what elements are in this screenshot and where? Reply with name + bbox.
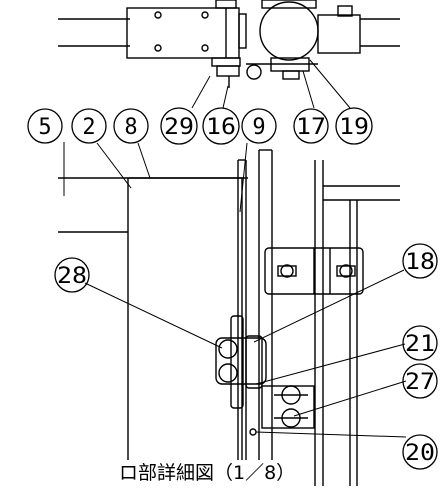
callout-2: 2 [82, 115, 95, 140]
top-assembly [58, 0, 400, 88]
callout-9: 9 [252, 115, 265, 140]
callout-8: 8 [124, 115, 137, 140]
callout-28: 28 [57, 264, 87, 289]
callout-circles [27, 107, 438, 470]
hinge-assembly [215, 315, 315, 436]
callout-20: 20 [405, 441, 435, 466]
drawing-caption: ロ部詳細図（1／8） [119, 462, 295, 484]
main-frame [58, 149, 400, 487]
callout-29: 29 [164, 115, 194, 140]
leader-lines [63, 59, 407, 438]
pipe-clamp-bracket [264, 247, 364, 295]
callout-21: 21 [405, 332, 435, 357]
callout-17: 17 [296, 115, 326, 140]
callout-18: 18 [405, 250, 435, 275]
callout-5: 5 [38, 115, 51, 140]
callout-labels: 5 2 8 29 16 9 17 19 18 28 21 27 20 [38, 115, 435, 466]
callout-27: 27 [405, 370, 435, 395]
callout-19: 19 [339, 115, 369, 140]
callout-16: 16 [206, 115, 236, 140]
